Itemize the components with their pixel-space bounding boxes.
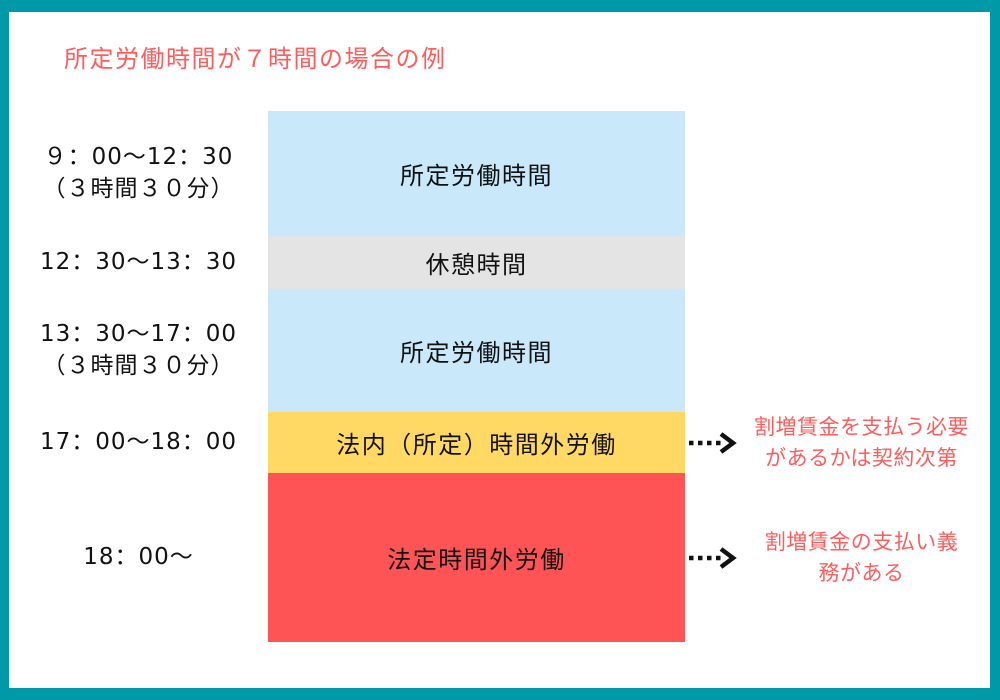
time-duration: （３時間３０分） <box>42 352 235 379</box>
time-label-row5: 18：00〜 <box>9 473 268 642</box>
time-label-row1: ９：00〜12：30 （３時間３０分） <box>9 111 268 236</box>
time-label-row4: 17：00〜18：00 <box>9 412 268 473</box>
block-break-time: 休憩時間 <box>268 236 685 289</box>
working-hours-diagram: ９：00〜12：30 （３時間３０分） 所定労働時間 12：30〜13：30 休… <box>9 111 990 642</box>
annotation-line: があるかは契約次第 <box>765 445 958 470</box>
block-scheduled-work-2: 所定労働時間 <box>268 289 685 412</box>
annotation-row4: 割増賃金を支払う必要 があるかは契約次第 <box>685 412 990 473</box>
block-label: 法内（所定）時間外労働 <box>336 431 617 459</box>
block-label: 所定労働時間 <box>400 339 553 367</box>
time-range: 12：30〜13：30 <box>39 248 238 275</box>
annotation-line: 務がある <box>818 560 905 585</box>
annotation-line: 割増賃金を支払う必要 <box>754 415 969 440</box>
time-range: ９：00〜12：30 <box>43 144 234 171</box>
time-range: 18：00〜 <box>83 543 194 570</box>
empty-cell <box>685 111 990 236</box>
annotation-text: 割増賃金の支払い義 務がある <box>739 527 990 588</box>
time-range: 17：00〜18：00 <box>39 428 238 455</box>
block-label: 休憩時間 <box>425 251 528 279</box>
annotation-text: 割増賃金を支払う必要 があるかは契約次第 <box>739 412 990 473</box>
empty-cell <box>685 236 990 289</box>
block-label: 法定時間外労働 <box>387 546 566 574</box>
empty-cell <box>685 289 990 412</box>
time-duration: （３時間３０分） <box>42 175 235 202</box>
block-statutory-overtime-within-limit: 法内（所定）時間外労働 <box>268 412 685 473</box>
block-scheduled-work-1: 所定労働時間 <box>268 111 685 236</box>
time-label-row3: 13：30〜17：00 （３時間３０分） <box>9 289 268 412</box>
annotation-line: 割増賃金の支払い義 <box>764 530 959 555</box>
annotation-row5: 割増賃金の支払い義 務がある <box>685 473 990 642</box>
time-label-row2: 12：30〜13：30 <box>9 236 268 289</box>
dotted-arrow-icon <box>685 431 739 454</box>
time-range: 13：30〜17：00 <box>39 321 238 348</box>
dotted-arrow-icon <box>685 546 739 569</box>
diagram-title: 所定労働時間が７時間の場合の例 <box>64 45 447 73</box>
block-statutory-overtime: 法定時間外労働 <box>268 473 685 642</box>
block-label: 所定労働時間 <box>400 162 553 190</box>
